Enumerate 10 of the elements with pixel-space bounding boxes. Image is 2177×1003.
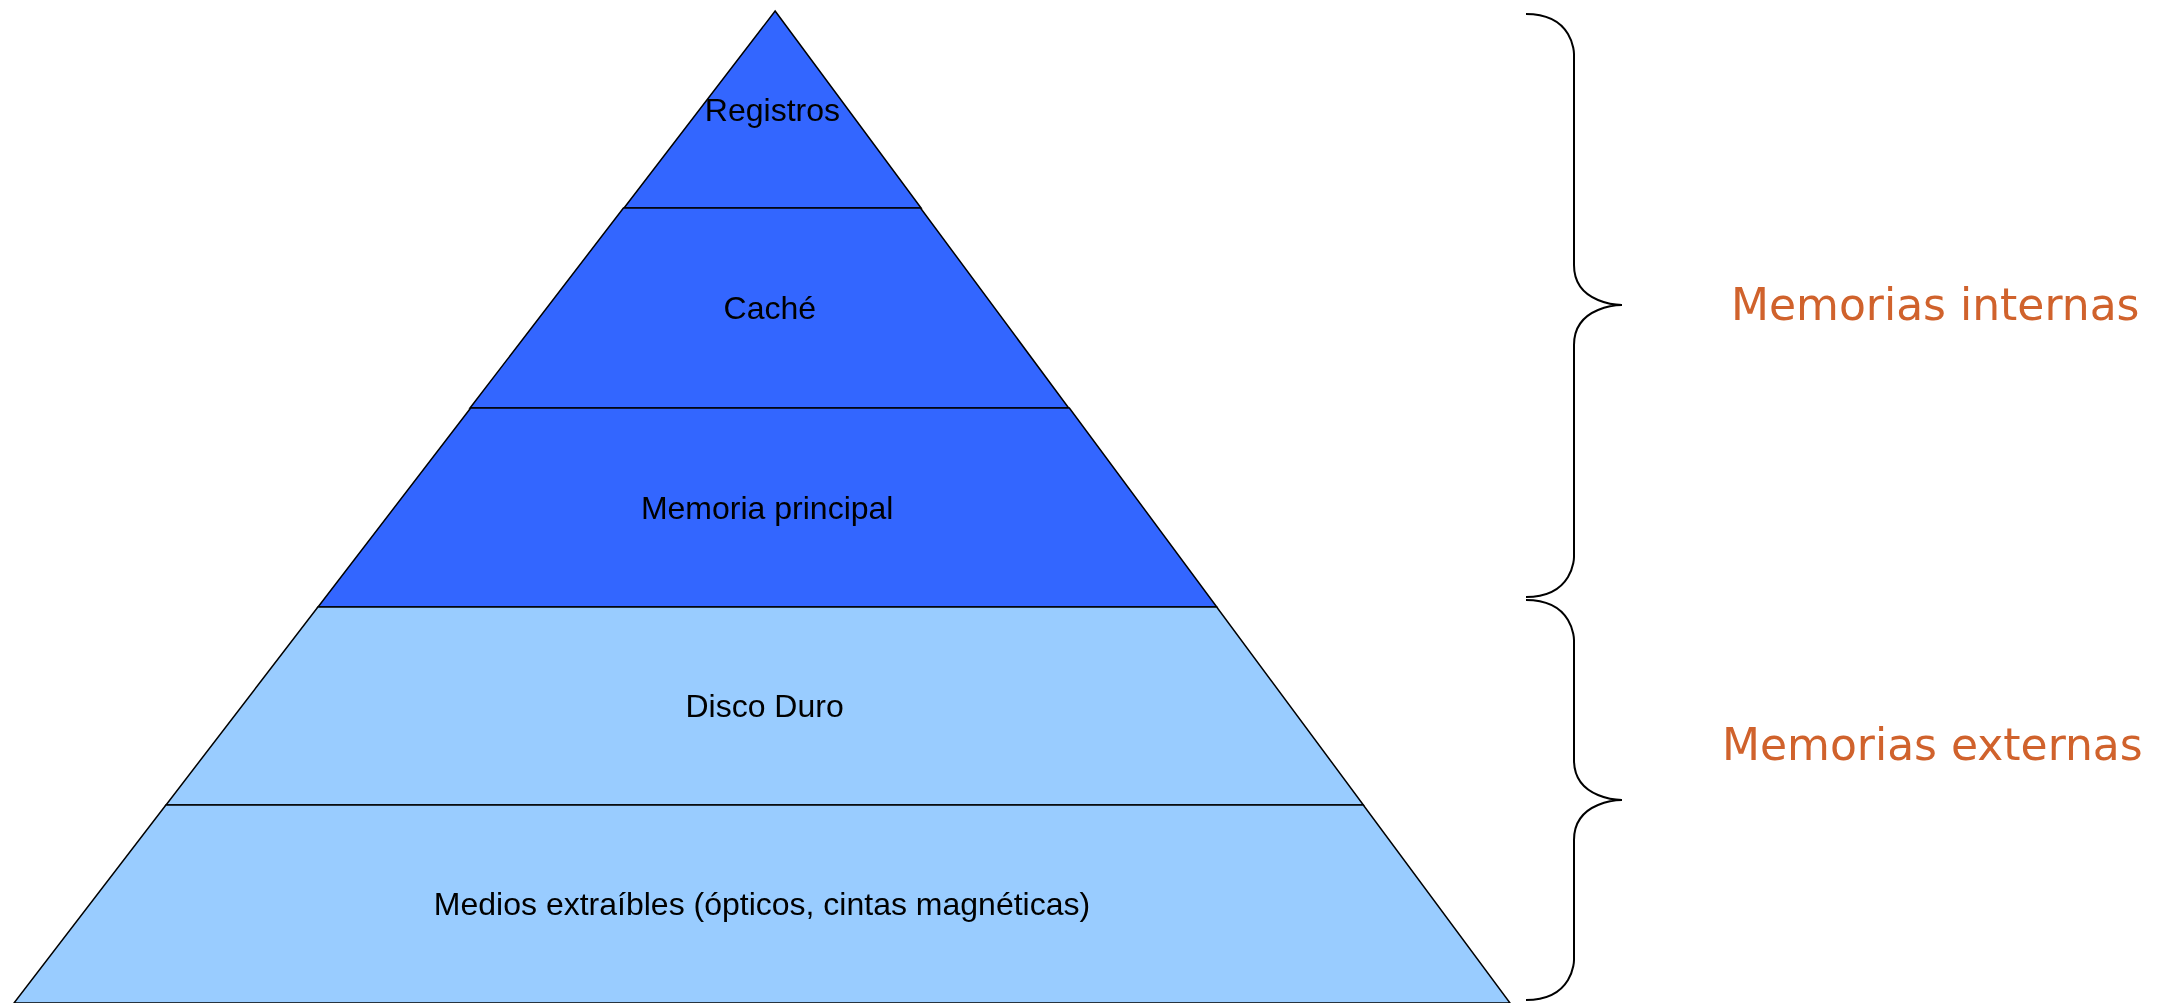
pyramid-tier xyxy=(317,408,1217,607)
pyramid-tier xyxy=(165,607,1364,805)
tier-label: Caché xyxy=(722,292,818,324)
bracket-label: Memorias internas xyxy=(1731,283,2140,327)
pyramid-tier xyxy=(14,805,1510,1003)
tier-label: Medios extraíbles (ópticos, cintas magnéticas) xyxy=(432,888,1092,920)
tier-label: Memoria principal xyxy=(639,491,895,524)
bracket-label: Memorias externas xyxy=(1722,723,2143,767)
tier-label: Registros xyxy=(703,93,841,126)
tier-label: Disco Duro xyxy=(684,690,845,722)
